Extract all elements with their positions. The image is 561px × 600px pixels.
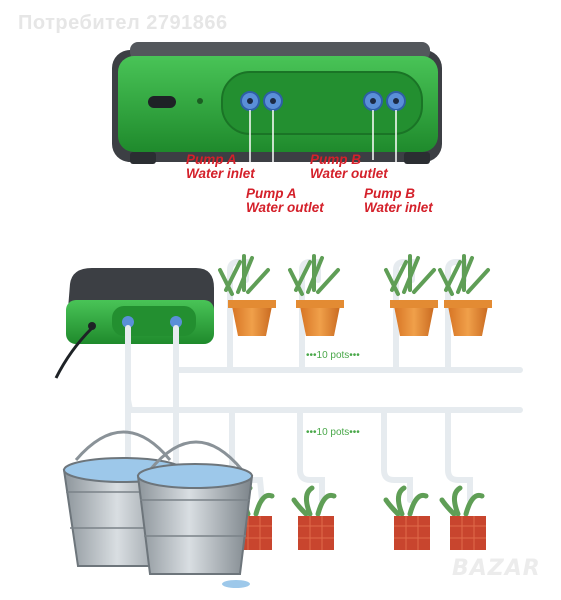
label-pump-b-outlet: Pump B Water outlet (310, 152, 388, 181)
water-buckets (62, 430, 254, 588)
pump-device-small (54, 268, 214, 379)
pots-count-top: •••10 pots••• (306, 350, 360, 361)
pump-a-connectors (240, 91, 283, 111)
label-pump-b-inlet: Pump B Water inlet (364, 186, 433, 215)
label-pump-a-outlet: Pump A Water outlet (246, 186, 324, 215)
bottom-plant-row (229, 485, 486, 550)
usb-port-icon (148, 96, 176, 108)
power-cable (54, 326, 94, 379)
pots-count-bottom: •••10 pots••• (306, 427, 360, 438)
watermark-text: Потребител 2791866 (18, 12, 228, 34)
pump-device-large (112, 42, 442, 188)
top-plant-row (218, 254, 492, 336)
bazar-logo: BAZAR (452, 556, 541, 581)
label-pump-a-inlet: Pump A Water inlet (186, 152, 255, 181)
